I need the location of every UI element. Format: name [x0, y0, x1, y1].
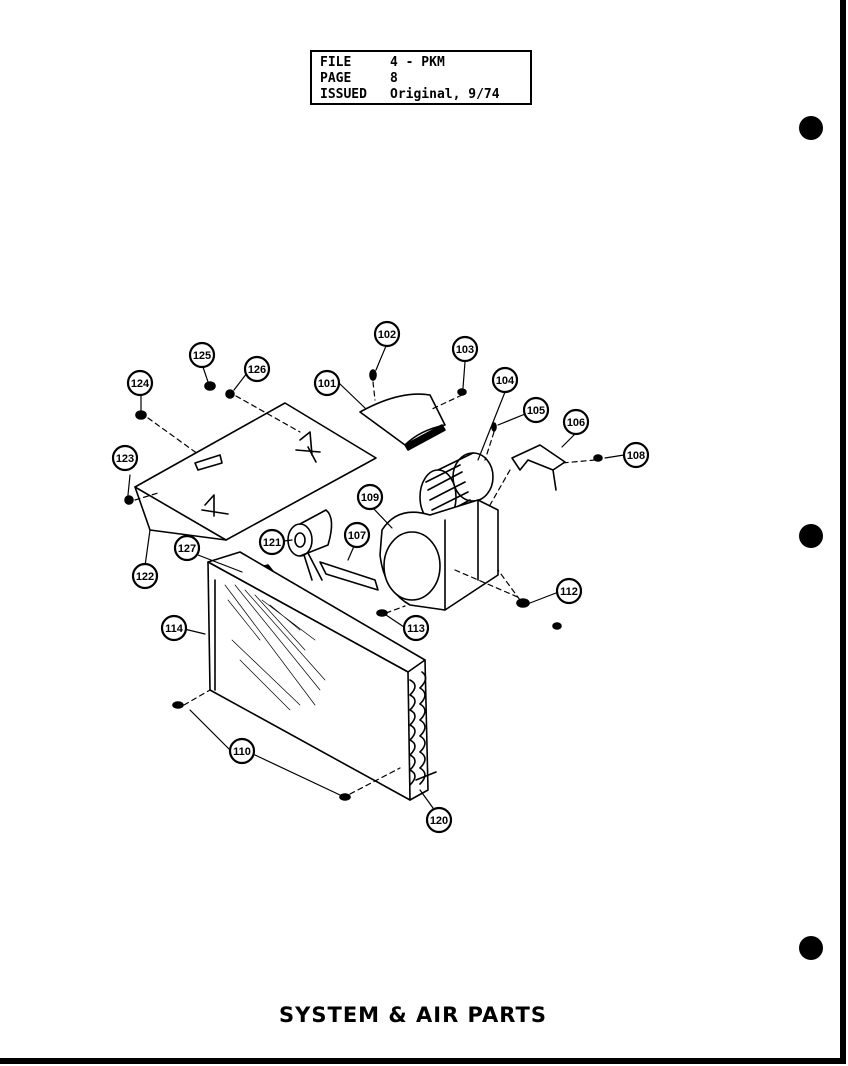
svg-text:108: 108 — [627, 450, 645, 462]
file-info-box: FILE 4 - PKM PAGE 8 ISSUED Original, 9/7… — [310, 50, 532, 105]
file-label: FILE — [320, 55, 352, 70]
svg-text:109: 109 — [361, 492, 379, 504]
svg-text:114: 114 — [165, 623, 184, 635]
page-row: PAGE 8 — [320, 71, 530, 87]
svg-text:110: 110 — [233, 746, 251, 758]
svg-text:102: 102 — [378, 329, 396, 341]
callout-112: 112 — [555, 577, 583, 605]
issued-row: ISSUED Original, 9/74 — [320, 87, 530, 103]
hardware-screws — [124, 369, 603, 801]
page-value: 8 — [390, 71, 398, 86]
callout-113: 113 — [402, 614, 430, 642]
blower-wheel — [419, 452, 494, 526]
issued-value: Original, 9/74 — [390, 87, 500, 102]
svg-text:123: 123 — [116, 453, 134, 465]
callout-102: 102 — [373, 320, 401, 348]
callout-107: 107 — [343, 521, 371, 549]
binder-hole-top — [799, 116, 823, 140]
svg-text:120: 120 — [430, 815, 448, 827]
leader-lines — [127, 345, 625, 809]
callout-120: 120 — [425, 806, 453, 834]
callout-104: 104 — [491, 366, 519, 394]
callout-126: 126 — [243, 355, 271, 383]
motor-strap — [319, 561, 379, 591]
svg-text:105: 105 — [527, 405, 545, 417]
mounting-bracket — [511, 444, 566, 491]
explode-lines — [134, 381, 596, 795]
callout-108: 108 — [622, 441, 650, 469]
svg-text:125: 125 — [193, 350, 211, 362]
svg-text:112: 112 — [560, 586, 578, 598]
blower-cover — [359, 393, 446, 451]
callout-101: 101 — [313, 369, 341, 397]
callout-103: 103 — [451, 335, 479, 363]
svg-text:107: 107 — [348, 530, 366, 542]
svg-text:121: 121 — [263, 537, 281, 549]
callout-106: 106 — [562, 408, 590, 436]
file-row: FILE 4 - PKM — [320, 55, 530, 71]
exploded-parts-diagram: 101 102 103 104 105 106 108 109 107 121 … — [111, 320, 650, 834]
binder-hole-middle — [799, 524, 823, 548]
svg-text:101: 101 — [318, 378, 336, 390]
binder-hole-bottom — [799, 936, 823, 960]
callout-124: 124 — [126, 369, 154, 397]
condenser-coil — [207, 551, 437, 801]
svg-text:122: 122 — [136, 571, 154, 583]
svg-text:127: 127 — [178, 543, 196, 555]
blower-housing — [379, 499, 499, 611]
svg-text:124: 124 — [131, 378, 150, 390]
svg-text:126: 126 — [248, 364, 266, 376]
partition-panel — [134, 402, 377, 541]
file-value: 4 - PKM — [390, 55, 445, 70]
callout-125: 125 — [188, 341, 216, 369]
fan-motor — [287, 509, 333, 581]
page-title: SYSTEM & AIR PARTS — [279, 1003, 547, 1027]
issued-label: ISSUED — [320, 87, 367, 102]
svg-text:106: 106 — [567, 417, 585, 429]
svg-text:113: 113 — [407, 623, 425, 635]
svg-text:104: 104 — [496, 375, 515, 387]
callout-105: 105 — [522, 396, 550, 424]
callout-114: 114 — [160, 614, 188, 642]
callout-110: 110 — [228, 737, 256, 765]
page-label: PAGE — [320, 71, 352, 86]
callout-122: 122 — [131, 562, 159, 590]
callout-121: 121 — [258, 528, 286, 556]
callout-127: 127 — [173, 534, 201, 562]
callout-109: 109 — [356, 483, 384, 511]
callout-123: 123 — [111, 444, 139, 472]
svg-text:103: 103 — [456, 344, 474, 356]
